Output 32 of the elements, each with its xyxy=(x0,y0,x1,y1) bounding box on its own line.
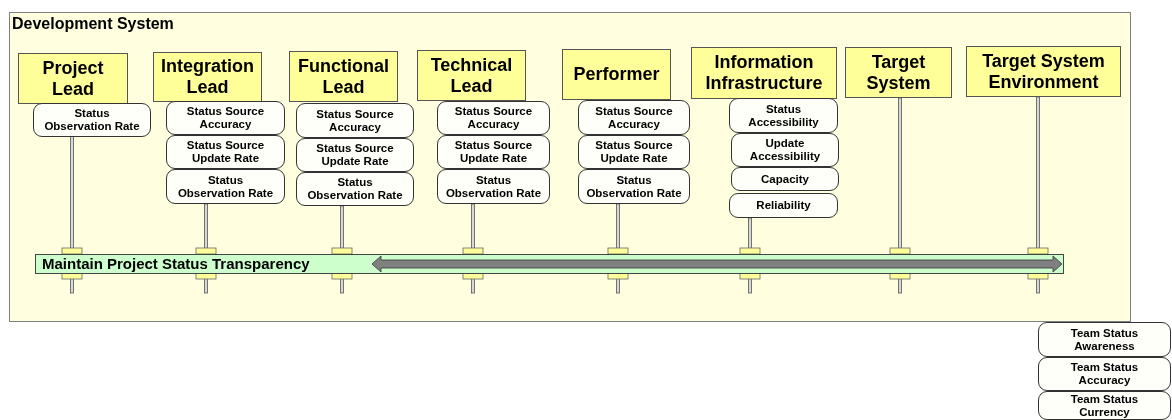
attribute-box: Status Source Update Rate xyxy=(166,135,285,169)
attribute-box: Status Source Accuracy xyxy=(166,101,285,135)
attribute-box: Team Status Awareness xyxy=(1038,322,1171,357)
role-box: Functional Lead xyxy=(289,51,398,102)
attribute-box: Status Source Update Rate xyxy=(437,135,550,169)
role-box: Target System xyxy=(845,47,952,98)
attribute-box: Status Source Update Rate xyxy=(578,135,690,169)
role-box: Project Lead xyxy=(18,53,128,104)
attribute-box: Status Observation Rate xyxy=(578,169,690,204)
attribute-box: Update Accessibility xyxy=(731,133,839,167)
attribute-box: Status Observation Rate xyxy=(166,169,285,204)
role-box: Technical Lead xyxy=(417,50,526,101)
container-title: Development System xyxy=(12,14,174,34)
role-box: Integration Lead xyxy=(153,52,262,102)
activity-label: Maintain Project Status Transparency xyxy=(42,255,310,273)
attribute-box: Status Accessibility xyxy=(729,98,838,133)
role-box: Information Infrastructure xyxy=(691,47,837,99)
attribute-box: Capacity xyxy=(731,167,839,191)
attribute-box: Status Source Accuracy xyxy=(296,103,414,138)
attribute-box: Status Source Accuracy xyxy=(578,100,690,135)
attribute-box: Status Source Update Rate xyxy=(296,138,414,172)
role-box: Target System Environment xyxy=(966,46,1121,97)
attribute-box: Team Status Currency xyxy=(1038,391,1171,420)
attribute-box: Team Status Accuracy xyxy=(1038,357,1171,391)
attribute-box: Reliability xyxy=(729,193,838,218)
role-box: Performer xyxy=(562,49,671,100)
activity-band xyxy=(35,254,1064,274)
attribute-box: Status Observation Rate xyxy=(33,103,151,137)
attribute-box: Status Observation Rate xyxy=(296,172,414,206)
attribute-box: Status Observation Rate xyxy=(437,169,550,204)
system-container xyxy=(9,12,1131,322)
attribute-box: Status Source Accuracy xyxy=(437,101,550,135)
